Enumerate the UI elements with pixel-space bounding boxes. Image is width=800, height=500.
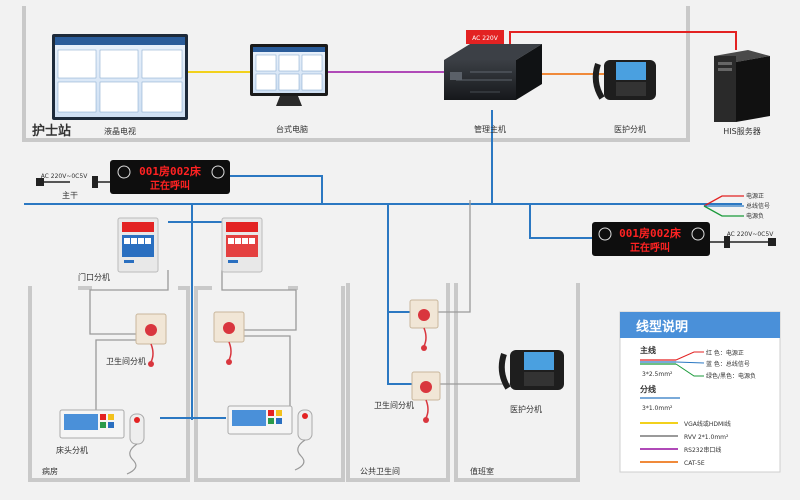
legend-panel xyxy=(619,311,781,473)
legend-main-spec: 3*2.5mm² xyxy=(642,371,673,378)
desktop-pc xyxy=(250,44,328,106)
wire-tag-power-negative: 电源负 xyxy=(746,212,764,220)
lcd-tv-label: 液晶电视 xyxy=(104,126,136,136)
ac-power-tag xyxy=(466,30,504,44)
door-unit-right xyxy=(221,217,263,273)
legend-branch-label: 分线 xyxy=(640,384,656,394)
corridor-display-right xyxy=(592,222,776,256)
adapter-left-label: AC 220V~0C5V xyxy=(41,173,89,180)
legend-rs232: RS232串口线 xyxy=(684,446,721,454)
toilet-unit-public-bottom xyxy=(411,371,441,423)
his-server xyxy=(714,50,770,122)
display-left-line2: 正在呼叫 xyxy=(150,179,190,192)
bed-unit-right xyxy=(227,405,313,471)
nurse-phone-duty xyxy=(498,350,564,390)
toilet-unit-ward-right xyxy=(213,311,245,365)
toilet-unit-public-top xyxy=(409,299,439,351)
main-host xyxy=(444,44,542,100)
adapter-right-label: AC 220V~0C5V xyxy=(727,231,775,238)
legend-branch-spec: 3*1.0mm² xyxy=(642,405,673,412)
desktop-pc-label: 台式电脑 xyxy=(276,124,308,134)
toilet-unit-public-label: 卫生间分机 xyxy=(374,400,414,410)
main-trunk-label: 主干 xyxy=(62,190,78,200)
display-right-line2: 正在呼叫 xyxy=(630,241,670,254)
ac-power-label: AC 220V xyxy=(472,35,499,42)
corridor-display-left xyxy=(36,160,230,194)
wires xyxy=(24,31,744,420)
toilet-unit-ward-left xyxy=(135,313,167,367)
display-left-line1: 001房002床 xyxy=(139,164,202,178)
wire-tag-power-positive: 电源正 xyxy=(746,192,764,200)
legend-title: 线型说明 xyxy=(636,319,688,335)
legend-main-item-blue: 蓝 色：总线信号 xyxy=(706,360,750,368)
bed-unit-label: 床头分机 xyxy=(56,445,88,455)
legend-main-line-label: 主线 xyxy=(640,345,656,355)
nurse-phone-top xyxy=(592,60,656,100)
nurse-phone-top-label: 医护分机 xyxy=(614,124,646,134)
display-right-line1: 001房002床 xyxy=(619,226,682,240)
bed-unit-left xyxy=(59,409,145,475)
door-unit-label: 门口分机 xyxy=(78,272,110,282)
his-server-label: HIS服务器 xyxy=(723,126,760,136)
lcd-tv xyxy=(52,34,188,120)
door-unit-left xyxy=(117,217,159,273)
nurse-phone-duty-label: 医护分机 xyxy=(510,404,542,414)
legend-vga: VGA线或HDMI线 xyxy=(684,420,731,428)
ward-label: 病房 xyxy=(42,466,58,476)
room-walls xyxy=(22,6,690,482)
public-toilet-label: 公共卫生间 xyxy=(360,466,400,476)
toilet-unit-ward-label: 卫生间分机 xyxy=(106,356,146,366)
duty-room-label: 值班室 xyxy=(470,466,494,476)
legend-cat5e: CAT-5E xyxy=(684,460,705,467)
legend-main-item-red: 红 色：电源正 xyxy=(706,349,744,357)
nurse-station-label: 护士站 xyxy=(32,123,71,139)
wire-tag-bus-signal: 总线信号 xyxy=(746,202,770,210)
main-host-label: 管理主机 xyxy=(474,124,506,134)
legend-main-item-green: 绿色/黑色：电源负 xyxy=(706,372,756,380)
legend-rvv: RVV 2*1.0mm² xyxy=(684,434,729,441)
